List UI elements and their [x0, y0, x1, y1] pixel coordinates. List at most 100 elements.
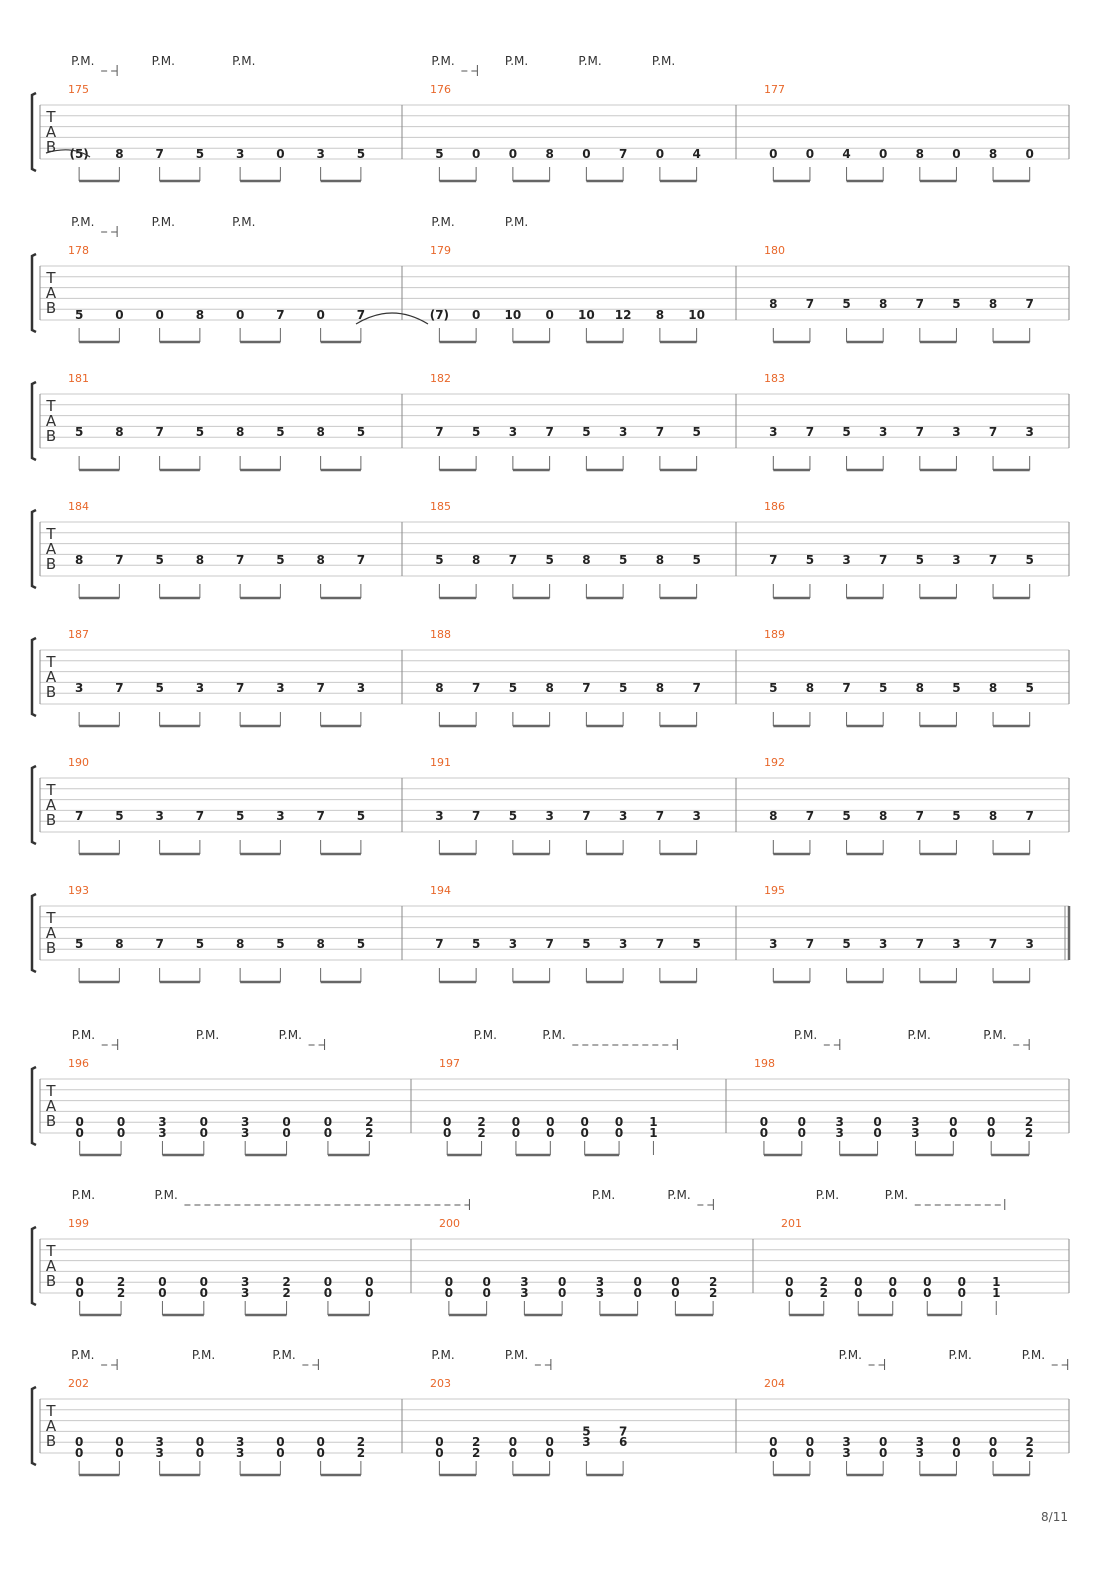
fret-number: 3	[158, 1115, 166, 1129]
fret-number: 7	[357, 553, 365, 567]
fret-number: 2	[709, 1286, 717, 1300]
fret-number: 0	[509, 1435, 517, 1449]
fret-number: 0	[117, 1126, 125, 1140]
tie-arc	[45, 149, 91, 158]
fret-number: 0	[798, 1126, 806, 1140]
fret-number: 2	[1025, 1115, 1033, 1129]
fret-number: 0	[196, 1446, 204, 1460]
fret-number: 0	[958, 1275, 966, 1289]
fret-number: 8	[115, 937, 123, 951]
fret-number: 0	[769, 147, 777, 161]
fret-number: 3	[836, 1115, 844, 1129]
fret-number: 8	[316, 425, 324, 439]
fret-number: 3	[241, 1275, 249, 1289]
fret-number: 0	[615, 1126, 623, 1140]
fret-number: 0	[75, 1435, 83, 1449]
measure-number: 187	[68, 628, 89, 641]
fret-number: 7	[879, 553, 887, 567]
fret-number: 8	[879, 297, 887, 311]
fret-number: 5	[472, 937, 480, 951]
tab-clef-letter: B	[46, 299, 56, 317]
system-bracket	[30, 508, 37, 590]
palm-mute-label: P.M.	[72, 1028, 95, 1042]
measure-number: 175	[68, 83, 89, 96]
palm-mute-label: P.M.	[578, 54, 601, 68]
measure-number: 186	[764, 500, 785, 513]
palm-mute-label: P.M.	[885, 1188, 908, 1202]
fret-number: 0	[889, 1286, 897, 1300]
fret-number: 3	[236, 1446, 244, 1460]
fret-number: 5	[842, 937, 850, 951]
fret-number: 0	[443, 1126, 451, 1140]
fret-number: 0	[236, 308, 244, 322]
fret-number: 0	[445, 1275, 453, 1289]
fret-number: 3	[619, 809, 627, 823]
fret-number: 5	[236, 809, 244, 823]
fret-number: 0	[76, 1286, 84, 1300]
fret-number: 8	[316, 937, 324, 951]
fret-number: 7	[509, 553, 517, 567]
fret-number: 8	[236, 425, 244, 439]
fret-number: 5	[952, 681, 960, 695]
palm-mute-label: P.M.	[652, 54, 675, 68]
fret-number: 3	[582, 1435, 590, 1449]
fret-number: 5	[196, 147, 204, 161]
measure-number: 184	[68, 500, 89, 513]
fret-number: 0	[276, 1446, 284, 1460]
measure-number: 176	[430, 83, 451, 96]
fret-number: 0	[581, 1126, 589, 1140]
fret-number: 7	[1026, 297, 1034, 311]
fret-number: (7)	[430, 308, 449, 322]
fret-number: 7	[1026, 809, 1034, 823]
palm-mute-label: P.M.	[152, 54, 175, 68]
fret-number: 0	[952, 147, 960, 161]
fret-number: 4	[842, 147, 850, 161]
fret-number: 0	[1026, 147, 1034, 161]
fret-number: 5	[952, 809, 960, 823]
fret-number: 5	[276, 553, 284, 567]
fret-number: 0	[806, 1435, 814, 1449]
palm-mute-label: P.M.	[279, 1028, 302, 1042]
measure-number: 179	[430, 244, 451, 257]
palm-mute-label: P.M.	[542, 1028, 565, 1042]
fret-number: 2	[357, 1446, 365, 1460]
fret-number: 0	[949, 1115, 957, 1129]
fret-number: 1	[649, 1115, 657, 1129]
tab-clef-letter: A	[46, 1097, 57, 1115]
system-bracket	[30, 252, 37, 334]
fret-number: 3	[619, 937, 627, 951]
fret-number: 3	[276, 681, 284, 695]
fret-number: 3	[842, 1435, 850, 1449]
fret-number: 0	[806, 147, 814, 161]
fret-number: 0	[324, 1275, 332, 1289]
fret-number: 2	[1026, 1435, 1034, 1449]
measure-number: 189	[764, 628, 785, 641]
palm-mute-label: P.M.	[816, 1188, 839, 1202]
measure-number: 193	[68, 884, 89, 897]
tab-clef-letter: B	[46, 427, 56, 445]
fret-number: 0	[482, 1286, 490, 1300]
fret-number: 5	[692, 553, 700, 567]
palm-mute-label: P.M.	[196, 1028, 219, 1042]
tab-clef-letter: T	[45, 525, 56, 543]
palm-mute-label: P.M.	[272, 1348, 295, 1362]
fret-number: 7	[472, 681, 480, 695]
measure-number: 203	[430, 1377, 451, 1390]
fret-number: 0	[482, 1275, 490, 1289]
fret-number: 0	[798, 1115, 806, 1129]
fret-number: 7	[619, 1424, 627, 1438]
tab-clef-letter: A	[46, 123, 57, 141]
fret-number: 0	[324, 1115, 332, 1129]
system-bracket	[30, 1225, 37, 1307]
palm-mute-label: P.M.	[592, 1188, 615, 1202]
fret-number: 5	[472, 425, 480, 439]
fret-number: 5	[619, 681, 627, 695]
fret-number: 8	[545, 681, 553, 695]
fret-number: 5	[1026, 681, 1034, 695]
measure-number: 194	[430, 884, 451, 897]
fret-number: 1	[992, 1286, 1000, 1300]
fret-number: 0	[958, 1286, 966, 1300]
measure-number: 197	[439, 1057, 460, 1070]
fret-number: 5	[75, 425, 83, 439]
fret-number: 5	[842, 809, 850, 823]
